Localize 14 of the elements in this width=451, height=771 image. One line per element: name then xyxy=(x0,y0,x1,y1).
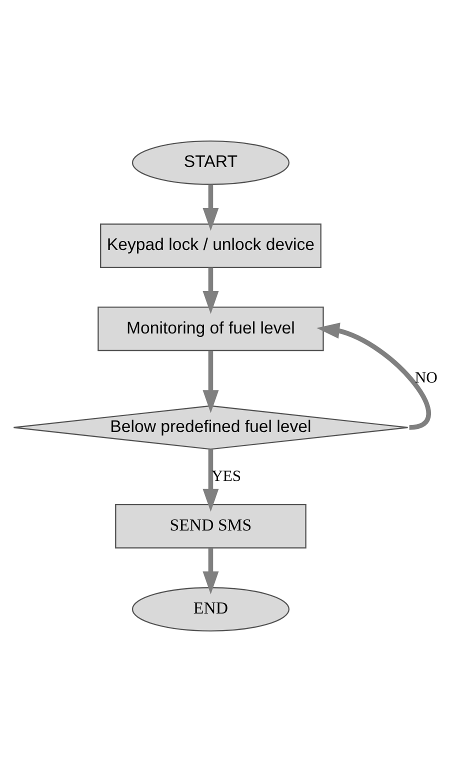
node-box: SEND SMS xyxy=(114,503,306,548)
arrow xyxy=(202,267,218,314)
node-diamond: Below predefined fuel level xyxy=(12,404,408,450)
edge-label: YES xyxy=(211,467,241,484)
arrow xyxy=(202,350,218,413)
node-ellipse: START xyxy=(131,140,290,185)
edge-label: NO xyxy=(414,368,437,386)
node-box: Monitoring of fuel level xyxy=(97,306,324,351)
node-ellipse: END xyxy=(131,586,290,632)
arrow xyxy=(202,449,218,512)
arrow xyxy=(202,548,218,594)
arrow xyxy=(316,322,431,430)
arrow xyxy=(202,184,218,230)
node-box: Keypad lock / unlock device xyxy=(100,223,321,268)
